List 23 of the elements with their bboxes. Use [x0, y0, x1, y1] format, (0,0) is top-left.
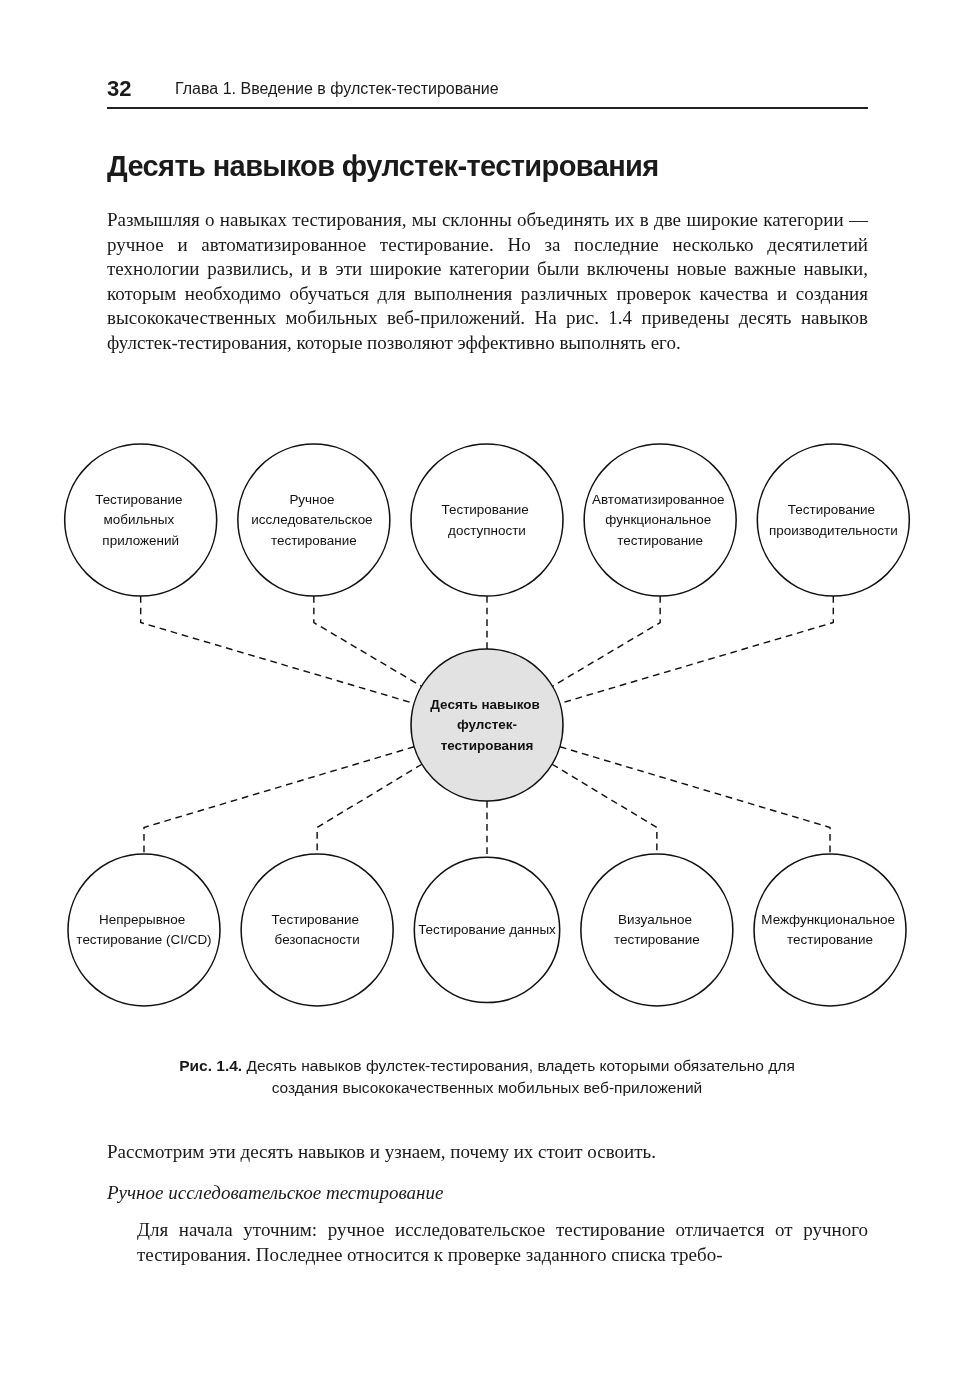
connector: [559, 746, 831, 855]
running-header: Глава 1. Введение в фулстек-тестирование: [175, 80, 499, 98]
connector: [551, 595, 661, 687]
node-circle: Тестирование мобильных приложений: [63, 443, 218, 597]
node-circle: Ручное исследовательское тестирование: [237, 443, 391, 597]
page-number: 32: [107, 76, 132, 102]
node-circle: Тестирование безопасности: [240, 853, 394, 1007]
connector: [143, 746, 415, 855]
section-heading: Десять навыков фулстек-тестирования: [107, 150, 659, 183]
subheading: Ручное исследовательское тестирование: [107, 1182, 444, 1204]
body-paragraph: Рассмотрим эти десять навыков и узнаем, почему их стоит освоить.: [107, 1140, 657, 1164]
node-circle: Межфункциональное тестирование: [753, 853, 907, 1007]
node-circle: Тестирование производительности: [756, 443, 911, 597]
node-circle: Тестирование данных: [413, 856, 561, 1004]
body-paragraph: Для начала уточним: ручное исследовательское тестирование отличается от ручного тестирования. Последнее относится к проверке заданного списка требо-: [137, 1218, 868, 1267]
connector: [486, 595, 488, 650]
node-circle: Тестирование доступности: [410, 443, 564, 597]
figure-caption: Рис. 1.4. Десять навыков фулстек-тестирования, владеть которыми обязательно для создания высококачественных мобильных веб-приложений: [178, 1056, 796, 1098]
node-circle: Автоматизированное функциональное тестирование: [583, 443, 737, 597]
node-circle: Десять навыков фулстек-тестирования: [410, 648, 564, 802]
node-circle: Визуальное тестирование: [580, 853, 734, 1007]
node-circle: Непрерывное тестирование (CI/CD): [67, 853, 221, 1007]
body-paragraph: Размышляя о навыках тестирования, мы склонны объединять их в две широкие категории — ручное и автоматизированное тестирование. Но за последние несколько десятилетий технологии развились, и в эти широкие категории были включены новые важные навыки, которым необходимо обучаться для выполнения различных проверок качества и создания высококачественных мобильных веб-приложений. На рис. 1.4 приведены десять навыков фулстек-тестирования, которые позволяют эффективно выполнять его.: [107, 208, 868, 355]
